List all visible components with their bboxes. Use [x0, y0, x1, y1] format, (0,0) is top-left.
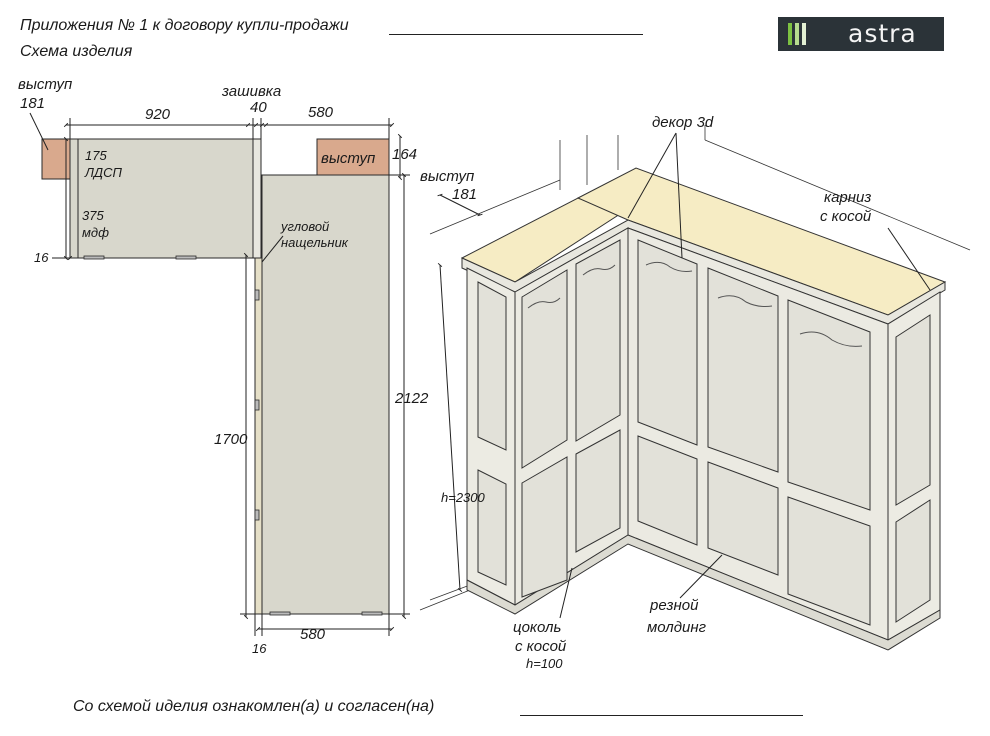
signature-line: [520, 715, 803, 716]
plan-dimensions: [29, 112, 410, 636]
vystup-left-value: 181: [20, 95, 46, 112]
tall-column: [261, 174, 390, 615]
zashivka-strip: [252, 138, 262, 259]
molding-label-2: молдинг: [647, 619, 707, 636]
molding-label-1: резной: [650, 597, 699, 614]
logo-bar-3: [802, 23, 806, 45]
dim-1700: 1700: [214, 431, 248, 448]
astra-logo: astra: [778, 17, 944, 51]
agreement-text: Со схемой иделия ознакомлен(а) и согласе…: [73, 698, 435, 715]
plinth-height: h=100: [526, 656, 563, 671]
door-panels: [477, 239, 931, 626]
logo-bar-2: [795, 23, 799, 45]
dim-16-left: 16: [34, 250, 49, 265]
vystup-3d-label: выступ: [420, 168, 475, 185]
ldsp-value: 175: [85, 148, 107, 163]
height-label: h=2300: [441, 490, 485, 505]
vystup-3d-value: 181: [452, 186, 478, 203]
plinth-label-1: цоколь: [513, 619, 562, 636]
corner-filler: [254, 257, 263, 615]
page-subtitle: Схема изделия: [20, 43, 133, 60]
ldsp-label: ЛДСП: [85, 165, 122, 180]
dim-920: 920: [145, 106, 171, 123]
document-title: Приложения № 1 к договору купли-продажи: [20, 17, 349, 34]
corner-label-1: угловой: [281, 219, 330, 234]
dim-580-bottom: 580: [300, 626, 326, 643]
dim-16-bottom: 16: [252, 641, 267, 656]
plinth-label-2: с косой: [515, 638, 567, 655]
dim-2122: 2122: [395, 390, 429, 407]
zashivka-label: зашивка: [222, 83, 282, 100]
logo-bar-1: [788, 23, 792, 45]
cornice-label-1: карниз: [824, 189, 872, 206]
zashivka-value: 40: [250, 99, 267, 116]
decor-label: декор 3d: [652, 114, 714, 131]
dim-580-top: 580: [308, 104, 334, 121]
mdf-value: 375: [82, 208, 104, 223]
vystup-right-label: выступ: [321, 150, 376, 167]
mdf-label: мдф: [82, 225, 109, 240]
plan-view: [41, 138, 390, 616]
contract-number-line: [389, 34, 643, 35]
upper-section: [69, 138, 254, 259]
dim-164: 164: [392, 146, 418, 163]
logo-text: astra: [848, 19, 917, 48]
vystup-left-label: выступ: [18, 76, 73, 93]
decor-carvings: [527, 261, 863, 347]
cornice-label-2: с косой: [820, 208, 872, 225]
view3d-leaders: [437, 132, 931, 619]
corner-label-2: нащельник: [281, 235, 348, 250]
